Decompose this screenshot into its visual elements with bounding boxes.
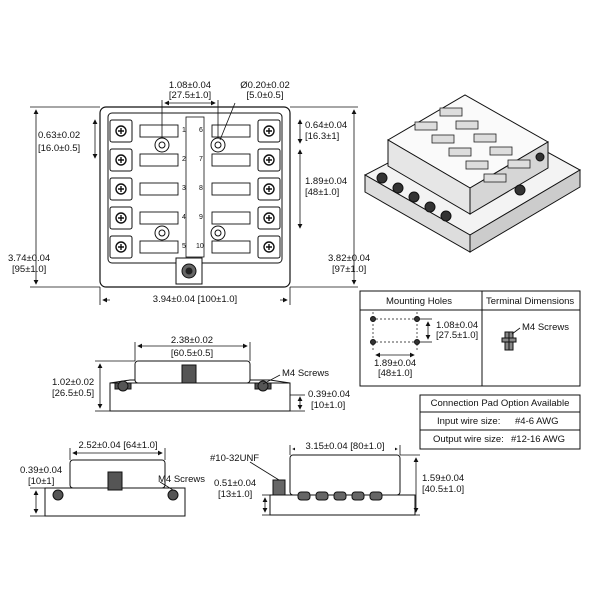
- input-wire-value: #4-6 AWG: [515, 416, 559, 427]
- connection-pad-box: [419, 394, 581, 450]
- top-view: [30, 100, 358, 305]
- output-wire-value: #12-16 AWG: [511, 434, 566, 445]
- width-pitch-mm-label: [27.5±1.0]: [168, 90, 212, 101]
- overall-height-right-mm-label: [97±1.0]: [332, 264, 367, 275]
- slot-number: 3: [182, 185, 186, 192]
- hole-dia-mm-label: [5.0±0.5]: [246, 90, 284, 101]
- output-wire-label: Output wire size:: [433, 434, 504, 445]
- overall-height-label: 3.74±0.04: [8, 253, 51, 264]
- stud-label: #10-32UNF: [210, 453, 260, 464]
- front-base-height-label: 0.39±0.04: [308, 389, 351, 400]
- left-terminals: [109, 119, 133, 259]
- slot-number: 1: [182, 127, 186, 134]
- terminal-dimensions-title: Terminal Dimensions: [486, 296, 575, 307]
- left-offset-mm-label: [16.0±0.5]: [38, 143, 81, 154]
- side-left-screw-label: M4 Screws: [158, 474, 205, 485]
- right-offset-label: 0.64±0.04: [305, 120, 348, 131]
- side-view-right: [249, 445, 420, 516]
- right-terminals: [257, 119, 281, 259]
- slot-number: 2: [182, 156, 186, 163]
- side-right-base-label: 0.51±0.04: [214, 478, 257, 489]
- mh-spacing-mm-label: [48±1.0]: [378, 368, 413, 379]
- front-height-mm-label: [26.5±0.5]: [52, 388, 95, 399]
- isometric-view: [363, 94, 582, 253]
- slot-number: 4: [182, 214, 186, 221]
- width-pitch-label: 1.08±0.04: [168, 80, 212, 91]
- overall-width-label: 3.94±0.04 [100±1.0]: [110, 294, 280, 305]
- front-view: [95, 342, 305, 412]
- front-screw-label: M4 Screws: [282, 368, 329, 379]
- terminal-screw-icon: [501, 327, 521, 351]
- mounting-holes-title: Mounting Holes: [386, 296, 453, 307]
- overall-height-mm-label: [95±1.0]: [12, 264, 47, 275]
- mounting-hole-icons: [154, 137, 226, 241]
- side-left-width-label: 2.52±0.04 [64±1.0]: [78, 440, 158, 451]
- fuse-slots: [139, 124, 251, 254]
- overall-height-right-label: 3.82±0.04: [328, 253, 371, 264]
- hole-dia-label: Ø0.20±0.02: [240, 80, 290, 91]
- mounting-table: [359, 290, 581, 387]
- slot-number: 6: [199, 127, 203, 134]
- left-offset-label: 0.63±0.02: [38, 130, 81, 141]
- terminal-screw-label: M4 Screws: [522, 322, 569, 333]
- side-left-base-mm-label: [10±1]: [28, 476, 55, 487]
- side-right-height-mm-label: [40.5±1.0]: [422, 484, 465, 495]
- side-right-height-label: 1.59±0.04: [422, 473, 465, 484]
- mh-pitch-label: 1.08±0.04: [436, 320, 479, 331]
- mh-spacing-label: 1.89±0.04: [374, 358, 417, 369]
- side-left-base-label: 0.39±0.04: [20, 465, 63, 476]
- mh-pitch-mm-label: [27.5±1.0]: [436, 330, 479, 341]
- connection-pad-title: Connection Pad Option Available: [430, 398, 570, 409]
- right-offset-mm-label: [16.3±1]: [305, 131, 340, 142]
- side-right-base-mm-label: [13±1.0]: [218, 489, 253, 500]
- side-right-width-label: 3.15±0.04 [80±1.0]: [295, 441, 395, 452]
- slot-number: 7: [199, 156, 203, 163]
- slot-number: 5: [182, 243, 186, 250]
- hole-spacing-mm-label: [48±1.0]: [305, 187, 340, 198]
- front-width-mm-label: [60.5±0.5]: [170, 348, 214, 359]
- front-width-label: 2.38±0.02: [170, 335, 214, 346]
- side-view-left: [30, 448, 186, 517]
- top-view-tab: [175, 257, 203, 285]
- slot-number: 9: [199, 214, 203, 221]
- front-base-height-mm-label: [10±1.0]: [311, 400, 346, 411]
- slot-number: 10: [196, 243, 204, 250]
- input-wire-label: Input wire size:: [437, 416, 501, 427]
- hole-spacing-label: 1.89±0.04: [305, 176, 348, 187]
- slot-number: 8: [199, 185, 203, 192]
- front-height-label: 1.02±0.02: [52, 377, 95, 388]
